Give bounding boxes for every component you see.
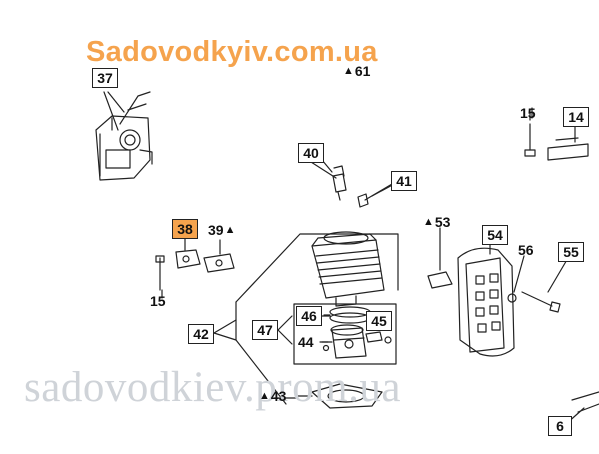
piston-pin-drawing	[322, 331, 392, 352]
callout-44[interactable]: 44	[298, 334, 314, 350]
spark-plug-drawing	[310, 161, 347, 201]
carburetor-drawing	[95, 91, 153, 181]
gasket-53-drawing	[427, 227, 453, 289]
bracket-14-drawing	[547, 123, 589, 161]
callout-42[interactable]: 42	[188, 324, 214, 344]
callout-38-highlighted[interactable]: 38	[172, 219, 198, 239]
bolt-55-drawing	[521, 257, 569, 313]
callout-46[interactable]: 46	[296, 306, 322, 326]
piston-ring-drawing	[323, 306, 371, 324]
warning-triangle-icon: ▲	[423, 216, 434, 228]
warning-triangle-icon: ▲	[259, 390, 270, 402]
gasket-39-drawing	[203, 239, 235, 273]
callout-14[interactable]: 14	[563, 107, 589, 127]
callout-54[interactable]: 54	[482, 225, 508, 245]
callout-43[interactable]: ▲43	[259, 388, 287, 404]
washer-56-drawing	[507, 255, 525, 303]
warning-triangle-icon: ▲	[224, 224, 236, 236]
callout-41[interactable]: 41	[391, 171, 417, 191]
warning-triangle-icon: ▲	[343, 65, 354, 77]
piston-group-box	[293, 303, 397, 365]
screw-15-top-drawing	[524, 109, 536, 157]
callout-15-left[interactable]: 15	[150, 293, 166, 309]
callout-15-top[interactable]: 15	[520, 105, 536, 121]
callout-47[interactable]: 47	[252, 320, 278, 340]
part-38-drawing	[175, 233, 201, 269]
cylinder-drawing	[311, 231, 385, 307]
callout-6[interactable]: 6	[548, 416, 572, 436]
group-42-bracket	[213, 233, 399, 405]
screw-15-left-drawing	[155, 255, 165, 291]
callout-37[interactable]: 37	[92, 68, 118, 88]
gasket-43-drawing	[297, 383, 383, 409]
callout-53[interactable]: ▲53	[423, 214, 451, 230]
callout-45[interactable]: 45	[366, 311, 392, 331]
callout-40[interactable]: 40	[298, 143, 324, 163]
watermark-text: sadovodkiev.prom.ua	[24, 364, 401, 411]
callout-61[interactable]: ▲61	[343, 63, 371, 79]
muffler-drawing	[457, 243, 515, 357]
callout-55[interactable]: 55	[558, 242, 584, 262]
callout-56[interactable]: 56	[518, 242, 534, 258]
piston-drawing	[321, 324, 367, 359]
callout-39[interactable]: 39▲	[208, 222, 236, 238]
site-title: Sadovodkyiv.com.ua	[86, 36, 378, 68]
